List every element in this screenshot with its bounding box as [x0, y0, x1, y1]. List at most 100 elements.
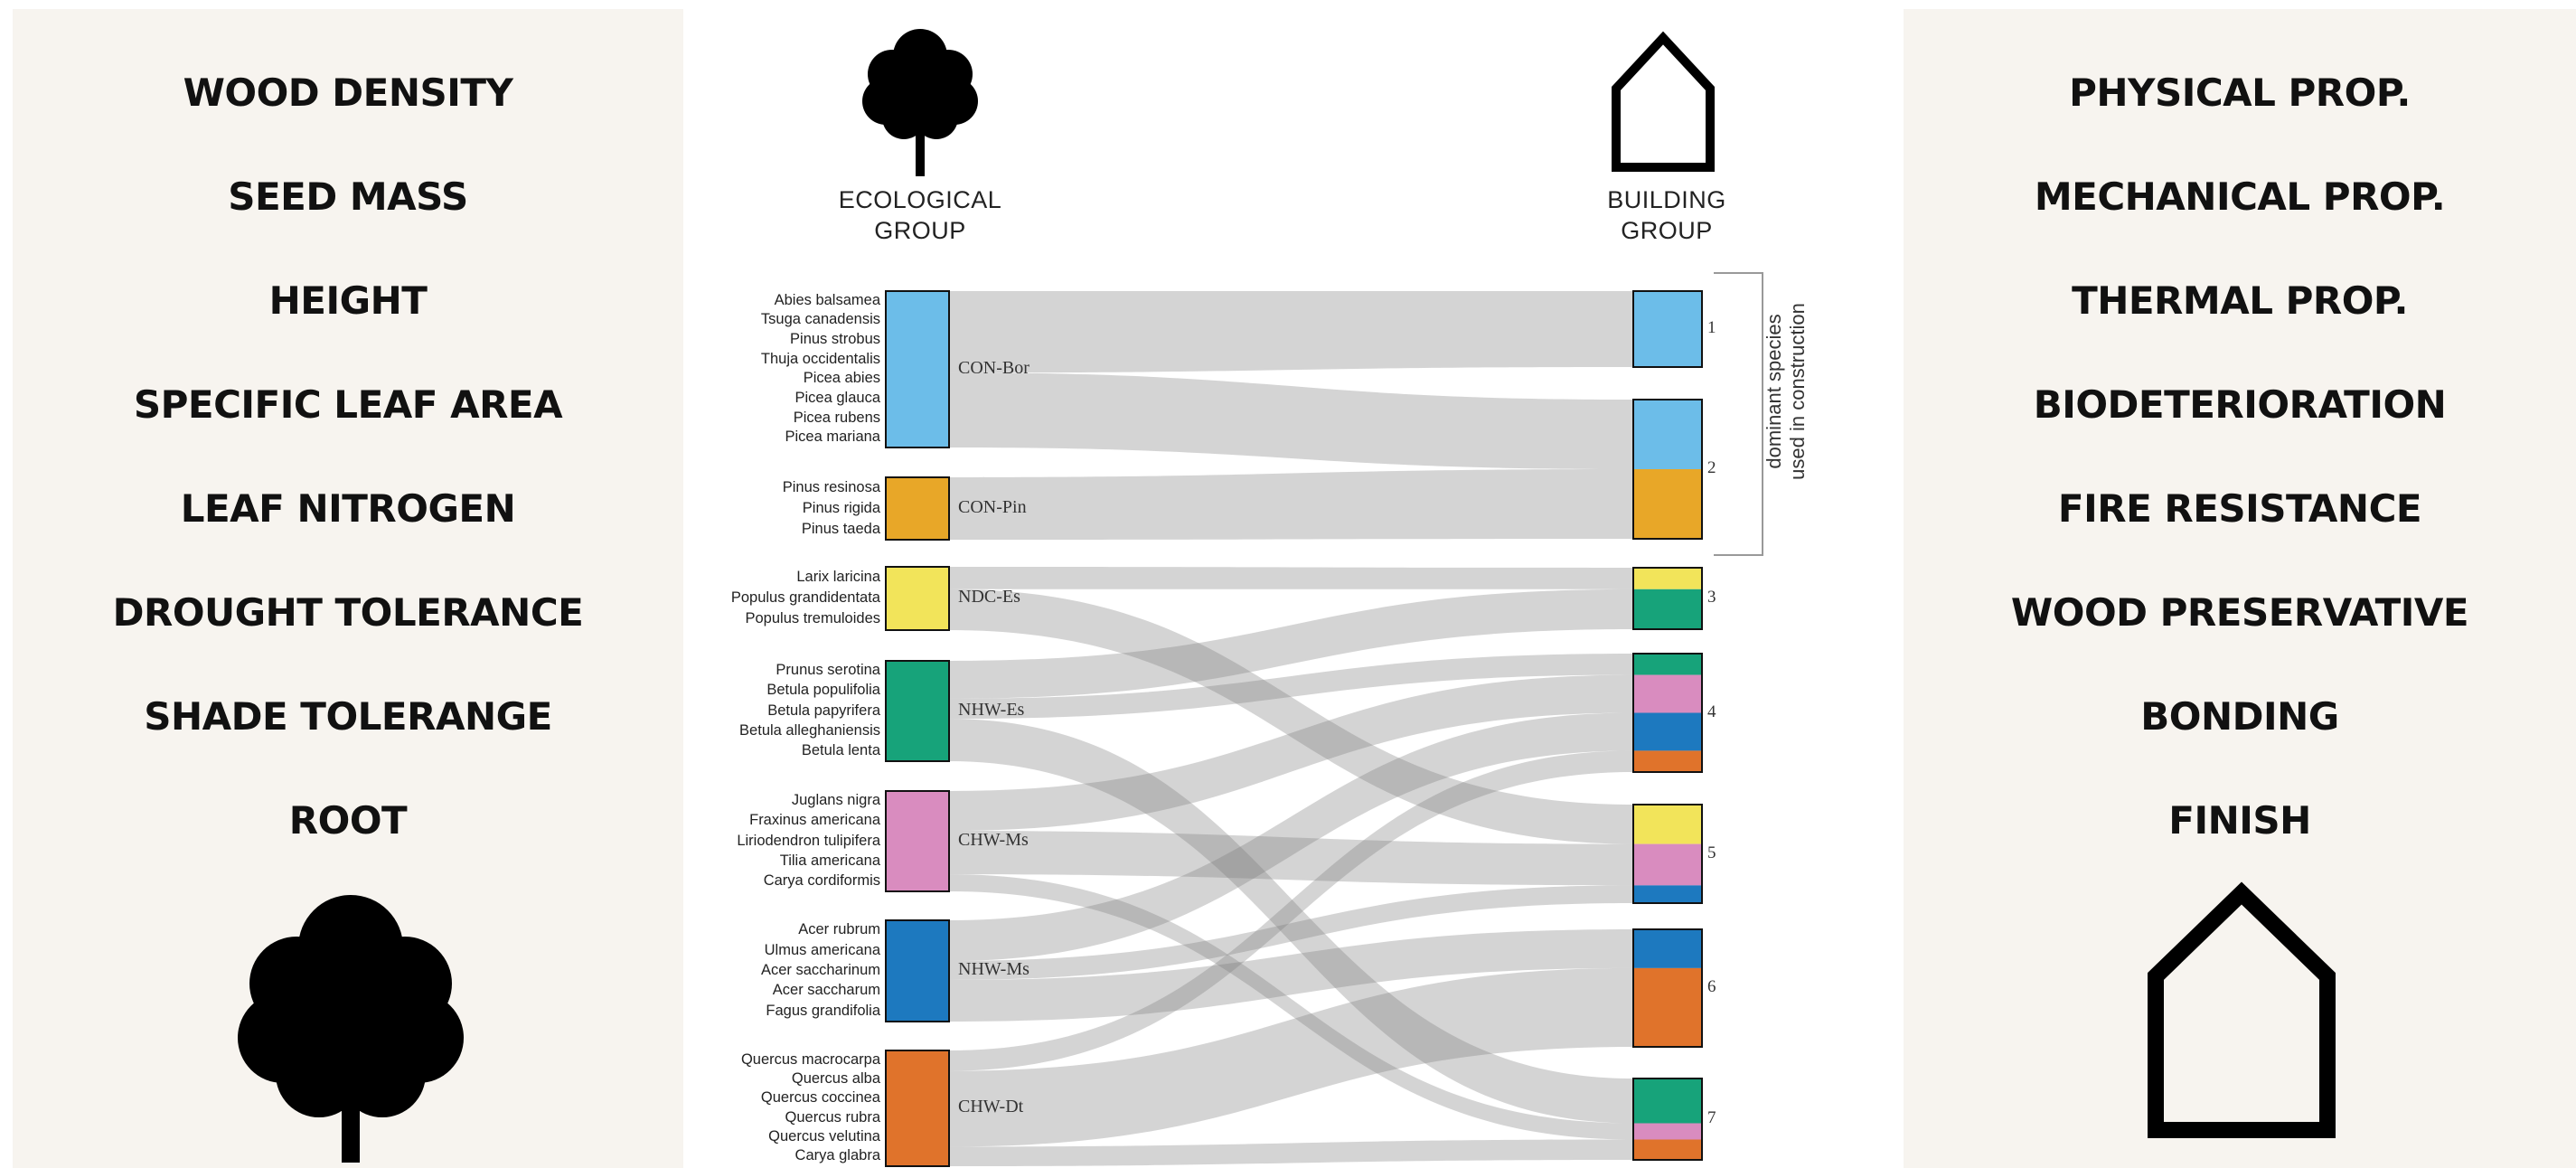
species-label-betula-papyrifera: Betula papyrifera: [767, 702, 880, 719]
trait-leaf-nitrogen: LEAF NITROGEN: [180, 486, 516, 531]
ecological-node-nhw-es: [885, 660, 950, 762]
ecological-node-chw-dt: [885, 1050, 950, 1167]
ecological-group-heading: ECOLOGICAL GROUP: [830, 184, 1011, 246]
species-label-carya-cordiformis: Carya cordiformis: [763, 871, 880, 889]
building-group-label-5: 5: [1707, 843, 1716, 862]
flow-chw-ms-to-5: [949, 831, 1633, 886]
building-segment-4-chw-dt: [1633, 750, 1702, 772]
building-segment-6-nhw-ms: [1633, 929, 1702, 968]
building-segment-5-chw-ms: [1633, 843, 1702, 886]
flow-con-pin-to-2: [949, 469, 1633, 540]
species-label-picea-mariana: Picea mariana: [785, 429, 880, 446]
trait-height: HEIGHT: [268, 278, 428, 323]
property-mechanical: MECHANICAL PROP.: [2034, 174, 2446, 219]
species-label-quercus-alba: Quercus alba: [791, 1070, 880, 1087]
trait-seed-mass: SEED MASS: [228, 174, 468, 219]
sankey-diagram: ECOLOGICAL GROUP BUILDING GROUP dominant…: [723, 0, 1871, 1168]
species-label-tsuga-canadensis: Tsuga canadensis: [760, 311, 880, 328]
property-wood-preservative: WOOD PRESERVATIVE: [2010, 590, 2469, 635]
ecological-group-label-nhw-ms: NHW-Ms: [958, 959, 1029, 979]
ecological-traits-panel: WOOD DENSITY SEED MASS HEIGHT SPECIFIC L…: [13, 9, 683, 1168]
building-node-2: [1632, 399, 1703, 540]
building-segment-6-chw-dt: [1633, 967, 1702, 1047]
ecological-group-label-con-bor: CON-Bor: [958, 357, 1029, 378]
building-segment-3-ndc-es: [1633, 568, 1702, 589]
building-house-icon: [1612, 31, 1715, 172]
species-label-picea-abies: Picea abies: [803, 370, 880, 387]
trait-wood-density: WOOD DENSITY: [183, 71, 513, 115]
ecological-heading-line-1: ECOLOGICAL: [838, 186, 1002, 213]
sankey-canvas: [862, 29, 1763, 1167]
house-icon: [2148, 881, 2336, 1138]
property-bonding: BONDING: [2140, 694, 2339, 739]
flow-nhw-ms-to-4: [949, 712, 1633, 961]
tree-icon: [238, 895, 464, 1163]
building-properties-panel: PHYSICAL PROP. MECHANICAL PROP. THERMAL …: [1904, 9, 2576, 1168]
building-group-label-3: 3: [1707, 588, 1716, 607]
species-label-quercus-macrocarpa: Quercus macrocarpa: [740, 1050, 880, 1068]
flow-chw-ms-to-7: [949, 874, 1633, 1140]
building-segment-3-nhw-es: [1633, 589, 1702, 629]
species-label-fagus-grandifolia: Fagus grandifolia: [766, 1002, 880, 1019]
building-heading-line-1: BUILDING: [1607, 186, 1726, 213]
building-group-label-6: 6: [1707, 977, 1716, 996]
species-label-populus-tremuloides: Populus tremuloides: [745, 610, 881, 627]
building-segment-1-con-bor: [1633, 291, 1702, 367]
species-label-pinus-strobus: Pinus strobus: [790, 331, 880, 348]
dominant-species-note-line-2: used in construction: [1786, 303, 1809, 480]
flow-ndc-es-to-5: [949, 589, 1633, 844]
ecological-group-label-ndc-es: NDC-Es: [958, 587, 1020, 607]
species-label-picea-glauca: Picea glauca: [794, 389, 880, 406]
building-segment-5-ndc-es: [1633, 805, 1702, 844]
building-heading-line-2: GROUP: [1621, 217, 1713, 244]
flow-chw-dt-to-6: [949, 967, 1633, 1147]
species-label-picea-rubens: Picea rubens: [793, 409, 880, 426]
flow-chw-dt-to-4: [949, 750, 1633, 1071]
property-physical: PHYSICAL PROP.: [2069, 71, 2411, 115]
building-node-1: [1632, 290, 1703, 368]
flow-chw-ms-to-4: [949, 674, 1633, 832]
trait-root: ROOT: [288, 798, 408, 843]
building-node-3: [1632, 567, 1703, 630]
flow-nhw-es-to-7: [949, 719, 1633, 1124]
trait-drought-tolerance: DROUGHT TOLERANCE: [112, 590, 584, 635]
species-label-juglans-nigra: Juglans nigra: [791, 792, 880, 809]
flow-nhw-ms-to-6: [949, 929, 1633, 1022]
node-layer: [885, 290, 1703, 1167]
species-label-abies-balsamea: Abies balsamea: [774, 291, 880, 308]
species-label-pinus-rigida: Pinus rigida: [802, 499, 880, 516]
flow-nhw-ms-to-5: [949, 885, 1633, 980]
species-label-betula-alleghaniensis: Betula alleghaniensis: [739, 721, 880, 739]
property-fire-resistance: FIRE RESISTANCE: [2057, 486, 2422, 531]
species-label-quercus-velutina: Quercus velutina: [768, 1128, 880, 1144]
species-label-quercus-coccinea: Quercus coccinea: [760, 1089, 880, 1107]
building-node-5: [1632, 804, 1703, 904]
species-label-pinus-resinosa: Pinus resinosa: [782, 478, 880, 495]
building-segment-7-chw-dt: [1633, 1139, 1702, 1160]
property-finish: FINISH: [2168, 798, 2311, 843]
building-group-label-7: 7: [1707, 1108, 1716, 1127]
dominant-species-note: dominant species used in construction: [1763, 292, 1813, 491]
species-label-prunus-serotina: Prunus serotina: [776, 662, 880, 679]
building-group-heading: BUILDING GROUP: [1576, 184, 1757, 246]
flow-ndc-es-to-3: [949, 567, 1633, 589]
building-segment-7-nhw-es: [1633, 1079, 1702, 1124]
building-segment-5-nhw-ms: [1633, 885, 1702, 903]
dominant-species-note-line-1: dominant species: [1763, 314, 1785, 469]
ecological-group-label-chw-dt: CHW-Dt: [958, 1097, 1024, 1116]
ecological-node-chw-ms: [885, 790, 950, 892]
building-group-label-2: 2: [1707, 458, 1716, 477]
dominant-species-bracket: [1714, 272, 1763, 556]
species-label-carya-glabra: Carya glabra: [794, 1147, 880, 1164]
building-node-7: [1632, 1078, 1703, 1161]
ecological-heading-line-2: GROUP: [874, 217, 966, 244]
species-label-acer-rubrum: Acer rubrum: [798, 921, 880, 938]
flow-con-bor-to-1: [949, 291, 1633, 373]
building-segment-7-chw-ms: [1633, 1123, 1702, 1140]
species-label-fraxinus-americana: Fraxinus americana: [749, 812, 880, 829]
ecological-node-con-pin: [885, 476, 950, 541]
flow-chw-dt-to-7: [949, 1139, 1633, 1166]
species-label-betula-populifolia: Betula populifolia: [766, 682, 880, 699]
ecological-node-con-bor: [885, 290, 950, 448]
building-group-label-4: 4: [1707, 702, 1716, 721]
